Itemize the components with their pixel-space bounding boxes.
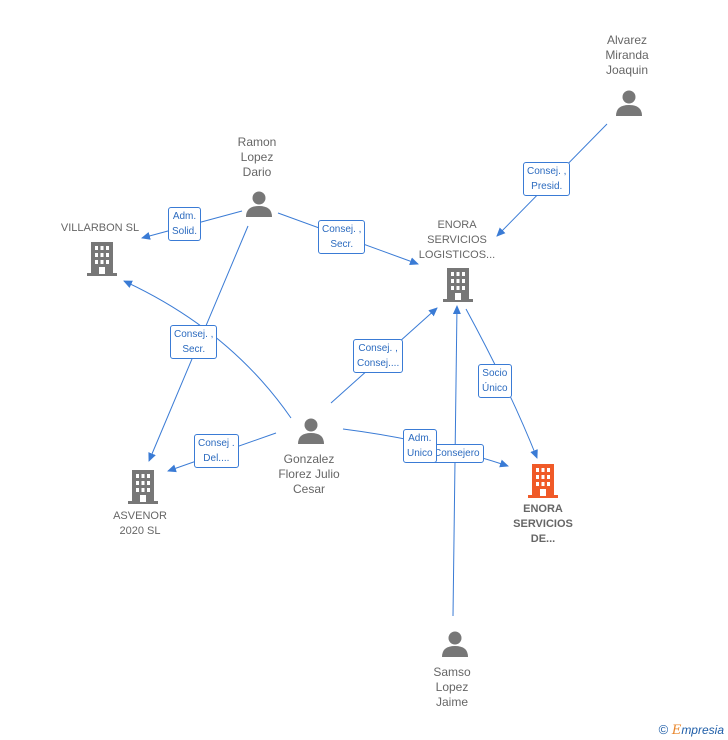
node-label-line: Lopez [435, 680, 469, 694]
node-label-line: Samso [433, 665, 471, 679]
node-label-gonzalez[interactable]: Gonzalez Florez Julio Cesar [259, 452, 359, 497]
building-icon[interactable] [442, 267, 474, 303]
edge-label-line: Consej . [198, 438, 235, 449]
node-label-alvarez[interactable]: Alvarez Miranda Joaquin [577, 33, 677, 78]
edge-label-gonzalez-villarbon[interactable]: Consej. , Secr. [170, 325, 218, 359]
building-icon[interactable] [127, 469, 159, 505]
edge-label-line: Único [482, 383, 508, 394]
node-label-line: ASVENOR [113, 510, 167, 522]
brand-name: mpresia [681, 723, 724, 737]
edge-label-line: Unico [407, 448, 433, 459]
node-label-villarbon[interactable]: VILLARBON SL [40, 221, 160, 236]
node-label-line: ENORA [523, 503, 563, 515]
edge-label-alvarez-enora[interactable]: Consej. , Presid. [523, 162, 571, 196]
node-label-samso[interactable]: Samso Lopez Jaime [402, 665, 502, 710]
node-label-line: Dario [242, 165, 272, 179]
node-label-line: Alvarez [606, 33, 647, 47]
node-label-line: VILLARBON SL [60, 222, 140, 234]
node-label-line: Joaquin [605, 63, 649, 77]
building-icon-highlighted[interactable] [527, 463, 559, 499]
node-label-line: Jaime [435, 695, 468, 709]
edge-label-line: Solid. [172, 226, 198, 237]
node-label-line: 2020 SL [119, 525, 161, 537]
edge-label-gonzalez-enora[interactable]: Consej. , Consej.... [353, 339, 404, 373]
person-icon[interactable] [440, 629, 470, 659]
node-label-line: DE... [530, 533, 556, 545]
person-icon[interactable] [614, 88, 644, 118]
edge-label-line: Adm. [172, 211, 197, 222]
node-label-line: ENORA [437, 219, 477, 231]
edge-label-line: Presid. [531, 181, 563, 192]
edge-label-line: Secr. [182, 344, 206, 355]
node-label-line: SERVICIOS [427, 234, 487, 246]
node-label-line: Cesar [292, 482, 325, 496]
edge-label-consejero[interactable]: Consejero [430, 444, 484, 463]
building-icon[interactable] [86, 241, 118, 277]
node-label-line: LOGISTICOS... [418, 249, 496, 261]
brand-initial: E [671, 723, 682, 738]
node-label-line: Gonzalez [283, 452, 335, 466]
edge-label-line: Secr. [330, 239, 354, 250]
node-label-enora-logisticos[interactable]: ENORA SERVICIOS LOGISTICOS... [400, 218, 514, 263]
edge-label-gonzalez-asvenor[interactable]: Consej . Del.... [194, 434, 239, 468]
edge-label-line: Socio [482, 368, 508, 379]
person-icon[interactable] [244, 189, 274, 219]
edge-label-line: Consej. , [322, 224, 362, 235]
edge-label-line: Consej. , [358, 343, 398, 354]
footer-brand[interactable]: © Empresia [659, 722, 724, 738]
node-label-asvenor[interactable]: ASVENOR 2020 SL [90, 509, 190, 539]
edge-label-line: Consej. , [174, 329, 214, 340]
node-label-enora-de[interactable]: ENORA SERVICIOS DE... [493, 502, 593, 547]
person-icon[interactable] [296, 416, 326, 446]
edge-label-line: Consejero [434, 448, 480, 459]
edge-label-line: Consej. , [527, 166, 567, 177]
copyright-icon: © [658, 722, 669, 737]
node-label-line: Ramon [237, 135, 277, 149]
edge-gonzalez-villarbon [123, 280, 292, 419]
edge-label-line: Adm. [408, 433, 432, 444]
node-label-line: Lopez [240, 150, 274, 164]
edge-label-line: Del.... [203, 453, 230, 464]
node-label-line: Florez Julio [278, 467, 340, 481]
edge-label-ramon-villarbon[interactable]: Adm. Solid. [168, 207, 202, 241]
node-label-line: Miranda [605, 48, 649, 62]
edge-label-line: Consej.... [357, 358, 400, 369]
node-label-line: SERVICIOS [513, 518, 573, 530]
node-label-ramon[interactable]: Ramon Lopez Dario [207, 135, 307, 180]
edge-label-enora-socio[interactable]: Socio Único [478, 364, 512, 398]
edge-label-ramon-enora[interactable]: Consej. , Secr. [318, 220, 366, 254]
edge-label-adm-unico[interactable]: Adm. Unico [403, 429, 437, 463]
